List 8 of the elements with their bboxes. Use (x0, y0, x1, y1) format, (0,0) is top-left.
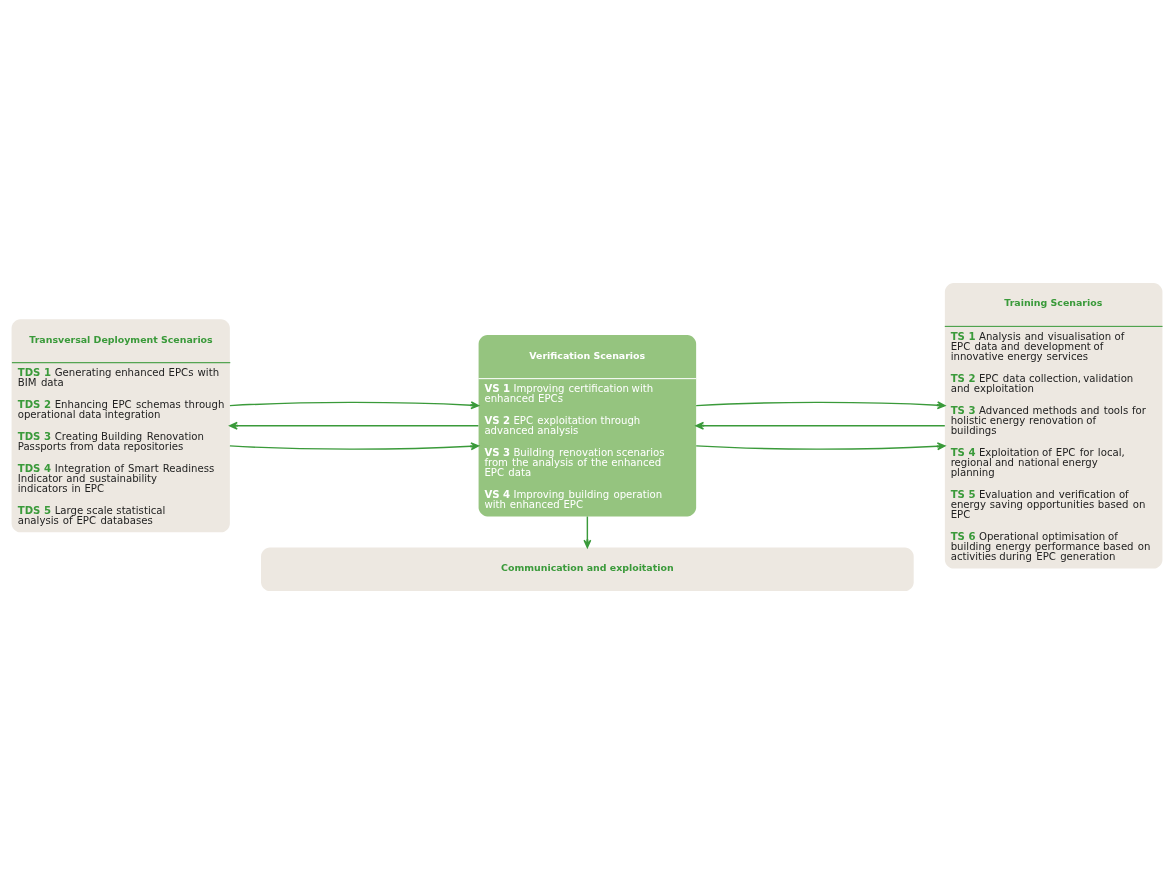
arrow (583, 515, 592, 549)
arrow (229, 421, 480, 430)
arrow (229, 442, 480, 451)
arrow (229, 401, 480, 410)
arrow (695, 421, 946, 430)
arrow (695, 442, 946, 451)
node-box: Communication and exploitation (261, 547, 914, 592)
arrow (695, 401, 946, 410)
